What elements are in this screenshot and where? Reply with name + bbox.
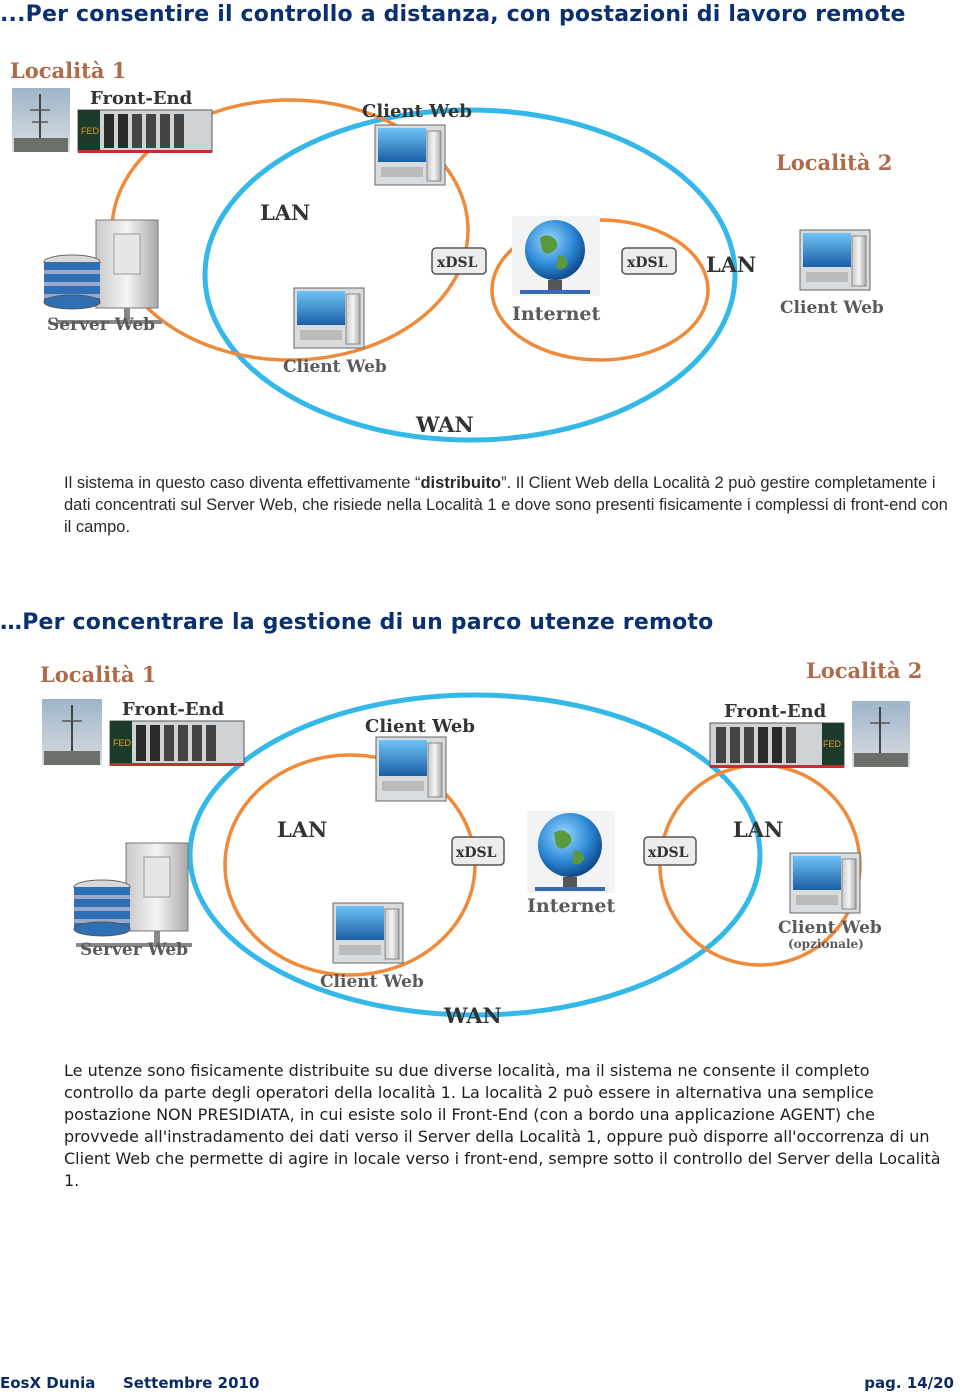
client-web-right-label: Client Web xyxy=(780,298,884,318)
internet-globe-icon xyxy=(527,811,615,893)
xdsl-right-box: xDSL xyxy=(643,836,697,866)
localita2-label: Località 2 xyxy=(806,658,922,683)
database-disks-icon xyxy=(73,879,131,937)
server-tower-icon xyxy=(56,219,162,324)
xdsl-left-label: xDSL xyxy=(456,845,497,861)
front-end-rack-icon: FED xyxy=(709,722,845,768)
internet-label: Internet xyxy=(512,303,600,325)
xdsl-left-box: xDSL xyxy=(431,247,487,275)
footer-doc-name: EosX Dunia xyxy=(0,1374,96,1392)
network-diagram-1: Località 1 Località 2 FED Front-End Clie… xyxy=(10,58,892,443)
client-pc-icon xyxy=(375,736,447,802)
client-pc-icon xyxy=(374,124,446,186)
xdsl-left-box: xDSL xyxy=(451,836,505,866)
antenna-photo-icon xyxy=(12,88,70,152)
client-pc-icon xyxy=(332,902,404,964)
front-end-rack-icon: FED xyxy=(77,109,213,153)
fed-tag: FED xyxy=(81,126,100,136)
fed-tag: FED xyxy=(823,739,842,749)
opzionale-label: (opzionale) xyxy=(788,937,864,951)
lan-left-label: LAN xyxy=(260,200,310,225)
client-web-bottom-label: Client Web xyxy=(283,357,387,377)
server-web-label: Server Web xyxy=(47,315,155,335)
server-tower-icon xyxy=(76,842,192,947)
section2-paragraph: Le utenze sono fisicamente distribuite s… xyxy=(64,1061,941,1190)
front-end-left-label: Front-End xyxy=(122,699,225,720)
client-web-top-label: Client Web xyxy=(362,101,472,122)
fed-tag: FED xyxy=(113,738,132,748)
client-web-bottom-label: Client Web xyxy=(320,972,424,992)
section1-text-b: ”. Il Client Web della Località 2 può ge… xyxy=(64,474,948,536)
front-end-right-label: Front-End xyxy=(724,701,827,722)
antenna-photo-icon xyxy=(852,701,910,767)
footer-date: Settembre 2010 xyxy=(123,1374,260,1392)
localita2-label: Località 2 xyxy=(776,150,892,175)
client-pc-icon xyxy=(799,229,871,291)
database-disks-icon xyxy=(43,254,101,310)
section1-text-bold: distribuito xyxy=(420,474,502,492)
client-pc-icon xyxy=(293,287,365,349)
client-pc-icon xyxy=(789,852,861,914)
wan-label: WAN xyxy=(443,1003,502,1028)
xdsl-left-label: xDSL xyxy=(437,255,478,271)
localita1-label: Località 1 xyxy=(40,662,156,687)
section1-text-a: Il sistema in questo caso diventa effett… xyxy=(64,474,421,492)
xdsl-right-label: xDSL xyxy=(648,845,689,861)
xdsl-right-label: xDSL xyxy=(627,255,668,271)
internet-label: Internet xyxy=(527,895,615,917)
wan-label: WAN xyxy=(415,412,474,437)
lan-right-label: LAN xyxy=(733,817,783,842)
localita1-label: Località 1 xyxy=(10,58,126,83)
antenna-photo-icon xyxy=(42,699,102,765)
server-web-label: Server Web xyxy=(80,940,188,960)
wan-ring xyxy=(187,692,763,1018)
front-end-rack-icon: FED xyxy=(109,720,245,766)
xdsl-right-box: xDSL xyxy=(621,247,677,275)
section1-paragraph: Il sistema in questo caso diventa effett… xyxy=(64,472,954,538)
front-end-label: Front-End xyxy=(90,88,193,109)
lan-right-label: LAN xyxy=(706,252,756,277)
footer-page-number: pag. 14/20 xyxy=(864,1374,954,1392)
network-diagram-2: Località 1 Località 2 FED Front-End FED xyxy=(40,658,922,1028)
client-web-top-label: Client Web xyxy=(365,716,475,737)
client-web-right-label: Client Web xyxy=(778,918,882,938)
section2-heading: …Per concentrare la gestione di un parco… xyxy=(0,610,714,635)
lan-left-label: LAN xyxy=(277,817,327,842)
wan-ring xyxy=(202,107,738,443)
section1-heading: ...Per consentire il controllo a distanz… xyxy=(0,2,906,27)
internet-globe-icon xyxy=(512,216,600,296)
